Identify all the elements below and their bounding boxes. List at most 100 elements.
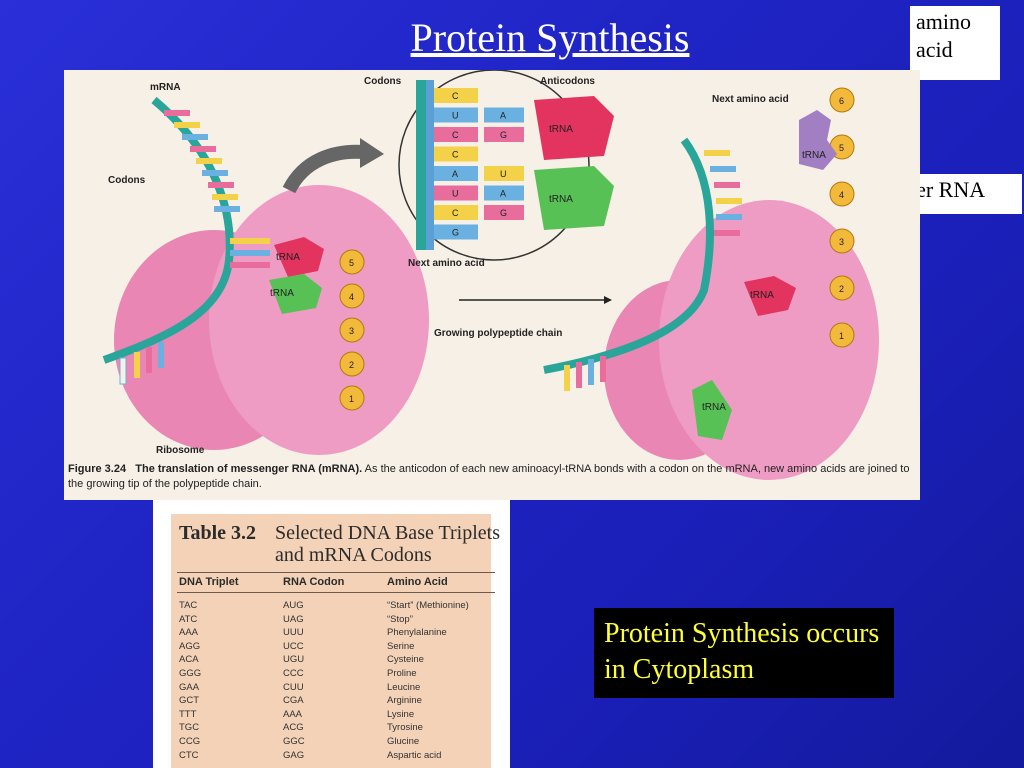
trna-label-right-1: tRNA: [802, 150, 826, 161]
codon-stubs-left: [119, 110, 270, 385]
codon-cell: [434, 146, 478, 162]
codons-header: Codons: [364, 76, 402, 87]
cell-rna-codon: AUG: [283, 600, 304, 611]
cell-amino-acid: “Stop”: [387, 613, 413, 625]
anticodon-letter: A: [500, 111, 506, 121]
codons-label: Codons: [108, 175, 146, 186]
table-row: TTT AAA Lysine: [171, 709, 491, 723]
cell-amino-acid: Cysteine: [387, 654, 424, 666]
table-rule-top: [177, 572, 495, 573]
anticodon-cell: [484, 127, 524, 142]
cell-rna-codon: CGA: [283, 695, 304, 707]
anticodon-letter: G: [500, 130, 507, 140]
cell-amino-acid: Proline: [387, 668, 417, 679]
callout-amino-acid: amino acid: [910, 6, 1000, 80]
anticodon-letter: A: [500, 189, 506, 199]
trna-magnified-green: [534, 166, 614, 230]
trna-left-green: [269, 274, 322, 314]
cell-rna-codon: UGU: [283, 654, 305, 666]
amino-acid-number: 3: [839, 237, 844, 247]
amino-acid-number: 2: [839, 284, 844, 294]
header-amino-acid: Amino Acid: [387, 576, 448, 588]
codon-table-panel: Table 3.2 Selected DNA Base Triplets and…: [153, 500, 510, 768]
table-row: GGG CCC Proline: [171, 668, 491, 682]
amino-acid-bead: [339, 351, 365, 377]
cell-amino-acid: Aspartic acid: [387, 749, 442, 761]
amino-acid-bead: [829, 228, 855, 254]
codon-cell: [434, 88, 478, 103]
cell-rna-codon: UCC: [283, 640, 304, 652]
anticodon-cell: [484, 205, 524, 220]
mrna-strand-right: [543, 137, 714, 374]
table-subtitle: Selected DNA Base Triplets and mRNA Codo…: [275, 522, 500, 566]
header-rna-codon: RNA Codon: [283, 576, 345, 588]
amino-acid-bead: [339, 249, 365, 275]
cell-rna-codon: CUU: [283, 681, 304, 693]
codon-letter: C: [452, 150, 459, 160]
cell-rna-codon: CCC: [283, 668, 304, 679]
amino-acid-bead: [339, 317, 365, 343]
cell-dna-triplet: ATC: [179, 613, 198, 625]
caption-text: As the anticodon of each new aminoacyl-t…: [68, 463, 910, 490]
trna-left-red: [274, 237, 324, 277]
anticodon-cell: [484, 107, 524, 123]
cell-amino-acid: “Start” (Methionine): [387, 600, 469, 611]
cell-rna-codon: AAA: [283, 708, 303, 720]
cell-amino-acid: Lysine: [387, 708, 415, 720]
header-dna-triplet: DNA Triplet: [179, 576, 239, 588]
amino-acid-number: 4: [839, 190, 844, 200]
trna-label-right-2: tRNA: [750, 290, 774, 301]
table-rule-header: [177, 592, 495, 593]
codon-cell: [434, 166, 478, 181]
trna-label-mag-1: tRNA: [549, 124, 573, 135]
codon-letter: U: [452, 111, 459, 121]
amino-acid-bead: [829, 275, 855, 301]
table-number: Table 3.2: [179, 522, 257, 544]
cell-dna-triplet: TTT: [179, 708, 197, 720]
amino-acid-bead: [339, 283, 365, 309]
codon-cell: [434, 107, 478, 123]
growing-chain-label: Growing polypeptide chain: [434, 328, 562, 339]
trna-right-purple: [799, 110, 837, 170]
amino-acid-number: 4: [349, 292, 354, 302]
cell-rna-codon: GGC: [283, 736, 305, 747]
amino-acid-number: 3: [349, 326, 354, 336]
trna-label-1: tRNA: [276, 252, 300, 263]
amino-acid-bead: [829, 322, 855, 348]
cell-dna-triplet: GGG: [179, 668, 202, 679]
caption-bold: The translation of messenger RNA (mRNA).: [135, 463, 363, 475]
trna-label-2: tRNA: [270, 288, 294, 299]
codon-stubs-right: [564, 150, 742, 391]
codon-letter: C: [452, 130, 459, 140]
codon-letter: A: [452, 169, 458, 179]
trna-right-green: [692, 380, 732, 440]
figure-caption: Figure 3.24 The translation of messenger…: [68, 462, 916, 492]
table-row: AGG UCC Serine: [171, 641, 491, 655]
mrna-label: mRNA: [150, 82, 181, 93]
cell-rna-codon: GAG: [283, 749, 305, 761]
codon-letter: C: [452, 91, 459, 101]
codon-letter: C: [452, 208, 459, 218]
cell-dna-triplet: CTC: [179, 749, 199, 761]
cell-amino-acid: Arginine: [387, 695, 422, 707]
cell-amino-acid: Serine: [387, 640, 415, 652]
cell-rna-codon: ACG: [283, 722, 304, 734]
codon-cell: [434, 205, 478, 220]
cell-dna-triplet: AGG: [179, 640, 201, 652]
amino-acid-bead: [829, 181, 855, 207]
trna-label-right-3: tRNA: [702, 402, 726, 413]
next-amino-acid-label-right: Next amino acid: [712, 94, 789, 105]
anticodon-cell: [484, 166, 524, 181]
zoom-arrow: [282, 144, 365, 194]
anticodon-letter: G: [500, 208, 507, 218]
